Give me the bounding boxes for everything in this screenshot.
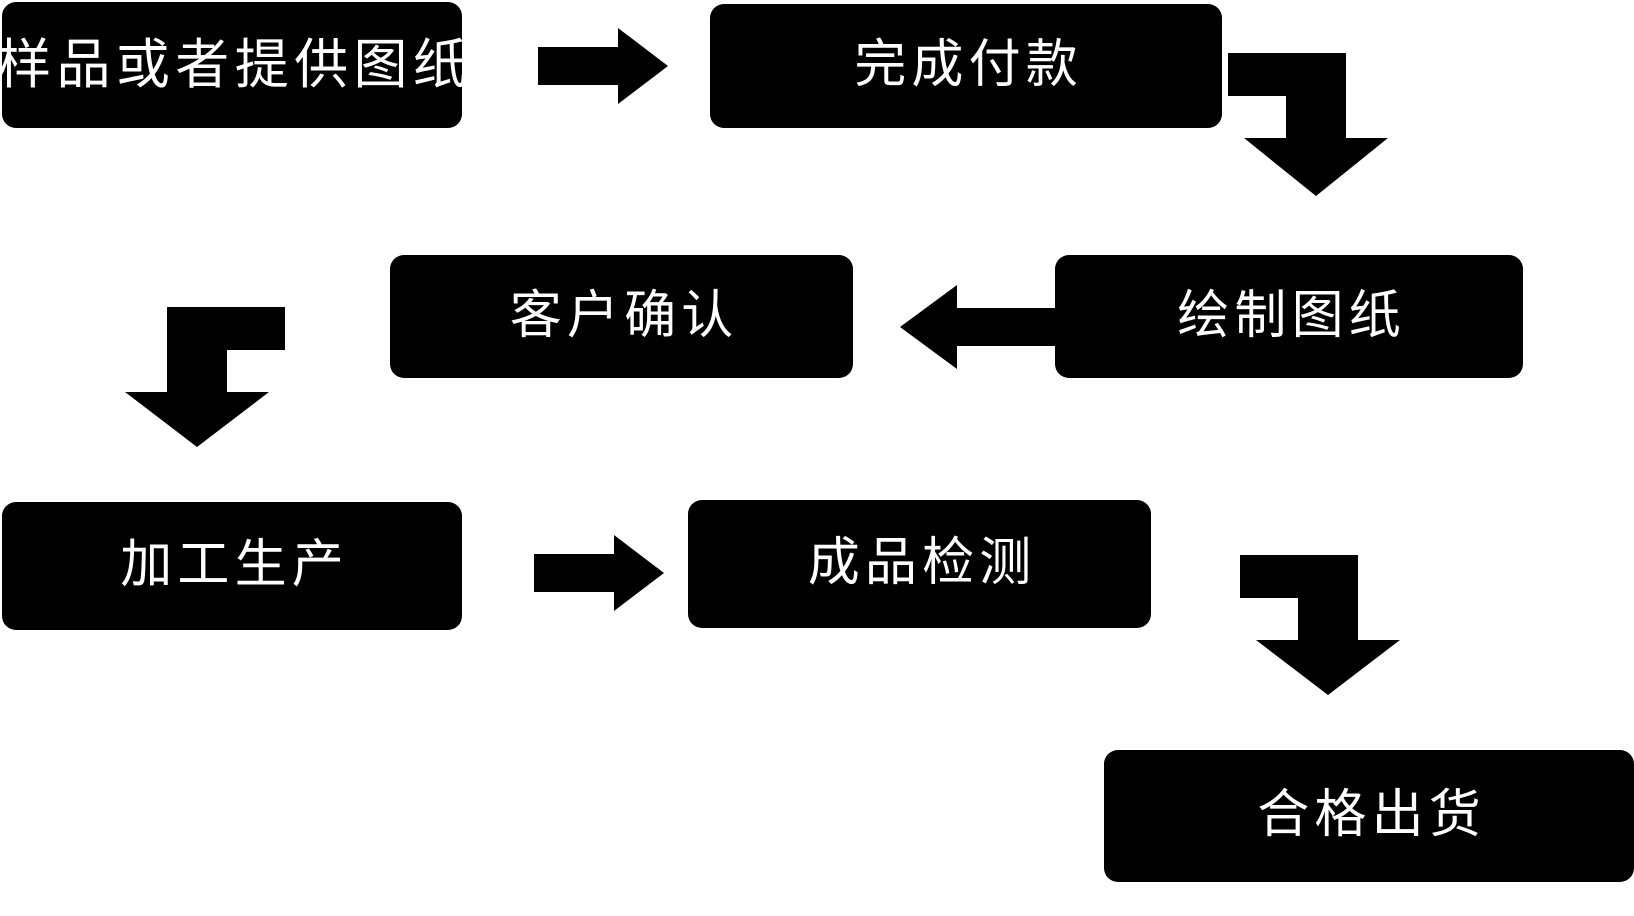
flow-node-inspection-label: 成品检测 <box>807 533 1037 594</box>
arrow-left-icon <box>900 285 1055 369</box>
arrow-right-icon <box>534 535 664 611</box>
arrow-elbow-left-down-icon <box>115 292 285 447</box>
flow-node-payment-label: 完成付款 <box>854 35 1083 96</box>
flow-node-draw-label: 绘制图纸 <box>1177 285 1406 346</box>
flow-node-payment[interactable]: 完成付款 <box>710 4 1222 128</box>
arrow-right-icon <box>538 28 668 104</box>
flow-node-draw[interactable]: 绘制图纸 <box>1055 255 1523 378</box>
arrow-elbow-right-down-icon <box>1228 38 1393 196</box>
arrow-elbow-right-down-icon <box>1240 540 1410 695</box>
flow-node-confirm[interactable]: 客户确认 <box>390 255 853 378</box>
flow-node-production[interactable]: 加工生产 <box>2 502 462 630</box>
flow-node-inspection[interactable]: 成品检测 <box>688 500 1151 628</box>
flow-node-confirm-label: 客户确认 <box>509 285 739 346</box>
flow-node-sample-label: 样品或者提供图纸 <box>0 33 473 97</box>
flow-node-sample[interactable]: 样品或者提供图纸 <box>0 2 467 128</box>
flow-node-production-label: 加工生产 <box>120 535 349 596</box>
flow-node-shipment[interactable]: 合格出货 <box>1104 750 1634 882</box>
flow-node-shipment-label: 合格出货 <box>1257 785 1486 846</box>
